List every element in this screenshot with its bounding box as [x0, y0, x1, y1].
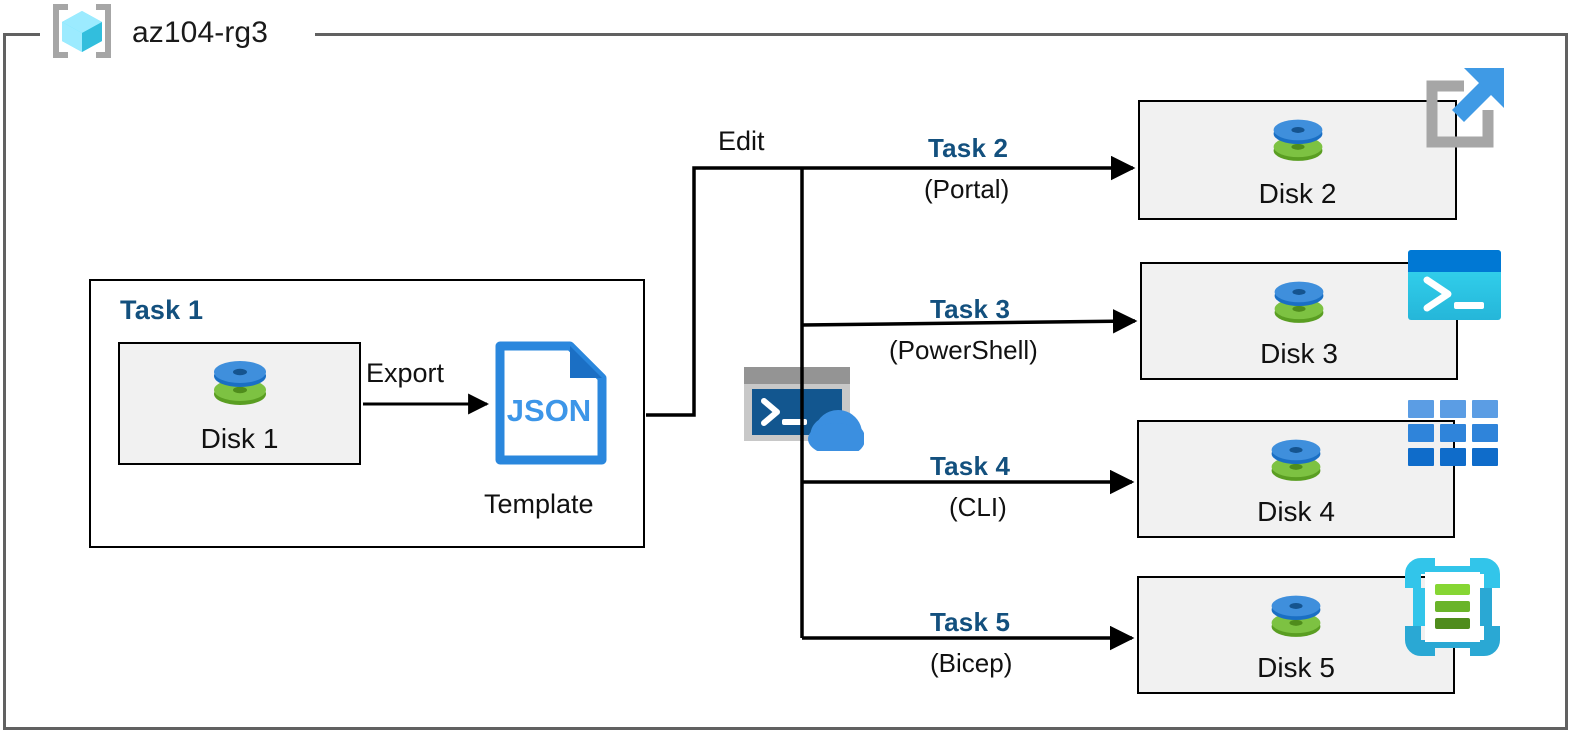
- managed-disk-icon: [1268, 114, 1328, 179]
- managed-disk-icon: [208, 356, 272, 423]
- disk1-box[interactable]: Disk 1: [118, 342, 361, 465]
- task4-method: (CLI): [949, 492, 1007, 522]
- disk5-box[interactable]: Disk 5: [1137, 576, 1455, 694]
- task4-name: Task 4: [930, 451, 1011, 481]
- disk3-icon-wrap: [1142, 276, 1456, 341]
- task3-method: (PowerShell): [889, 335, 1038, 365]
- resource-group-frame: [3, 33, 1568, 730]
- disk2-box[interactable]: Disk 2: [1138, 100, 1457, 220]
- disk5-label: Disk 5: [1257, 652, 1335, 683]
- edit-label: Edit: [718, 126, 765, 156]
- json-file-icon[interactable]: JSON: [491, 337, 611, 474]
- task5-method: (Bicep): [930, 648, 1013, 678]
- managed-disk-icon: [1269, 276, 1329, 341]
- azure-cli-icon[interactable]: [1408, 400, 1498, 471]
- disk4-box[interactable]: Disk 4: [1137, 420, 1455, 538]
- disk4-label: Disk 4: [1257, 496, 1335, 527]
- disk1-icon-wrap: [120, 356, 359, 423]
- disk3-box[interactable]: Disk 3: [1140, 262, 1458, 380]
- resource-group-name: az104-rg3: [132, 16, 268, 49]
- disk1-label: Disk 1: [200, 423, 279, 454]
- export-label: Export: [366, 358, 445, 388]
- bicep-icon[interactable]: [1405, 558, 1500, 661]
- powershell-icon[interactable]: [1408, 250, 1501, 325]
- azure-cloud-shell-icon[interactable]: [744, 367, 866, 456]
- disk3-label: Disk 3: [1260, 338, 1338, 369]
- task2-name: Task 2: [928, 133, 1009, 163]
- resource-group-header: az104-rg3: [46, 3, 268, 64]
- disk4-icon-wrap: [1139, 434, 1453, 499]
- task1-label: Task 1: [120, 295, 204, 325]
- azure-portal-icon[interactable]: [1408, 62, 1512, 171]
- managed-disk-icon: [1266, 590, 1326, 655]
- task2-method: (Portal): [924, 174, 1010, 204]
- disk2-label: Disk 2: [1258, 178, 1337, 209]
- task3-name: Task 3: [930, 294, 1011, 324]
- task5-name: Task 5: [930, 607, 1011, 637]
- svg-text:JSON: JSON: [507, 393, 591, 428]
- disk2-icon-wrap: [1140, 114, 1455, 179]
- template-caption: Template: [484, 489, 594, 519]
- azure-resource-group-icon: [46, 3, 118, 64]
- disk5-icon-wrap: [1139, 590, 1453, 655]
- managed-disk-icon: [1266, 434, 1326, 499]
